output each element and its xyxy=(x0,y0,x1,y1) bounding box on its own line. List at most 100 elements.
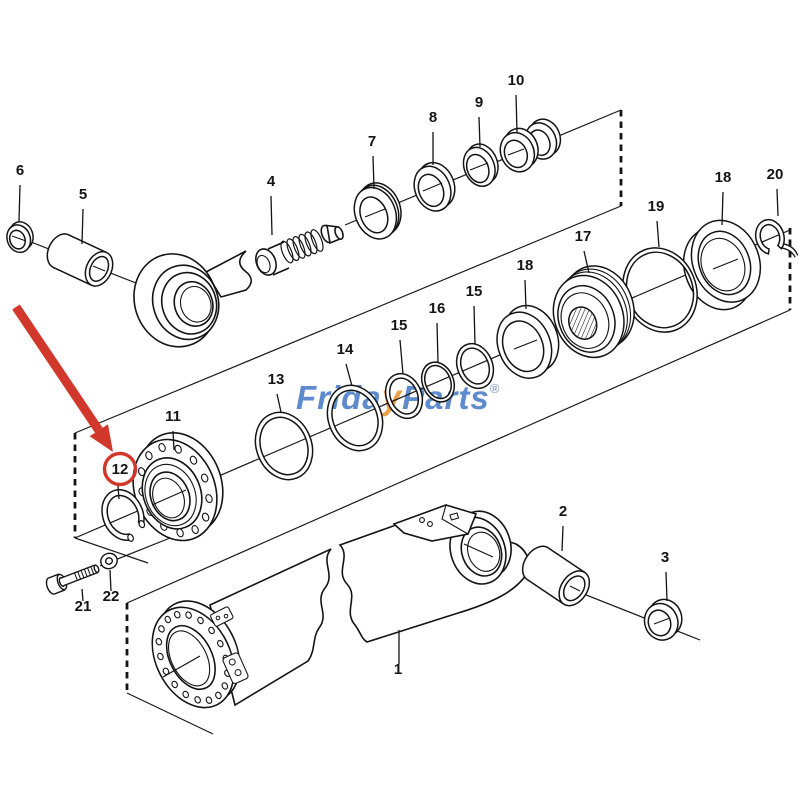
flange-bolt-hole xyxy=(171,680,178,689)
flange-bolt-hole xyxy=(164,615,172,624)
leader-line-15 xyxy=(473,305,476,345)
part-2-bushing xyxy=(521,545,591,607)
gland-bolt-hole xyxy=(189,455,198,465)
flange-bolt-hole xyxy=(157,652,164,661)
part-11-gland xyxy=(132,432,224,542)
part-label-8: 8 xyxy=(429,109,437,126)
flange-tab xyxy=(210,606,234,627)
kit-plane-corner-tick-left xyxy=(126,692,214,735)
leader-line-7 xyxy=(372,155,375,190)
gland-bolt-hole xyxy=(200,473,209,483)
rod-eye xyxy=(133,253,220,348)
part-4-piston-rod xyxy=(133,224,344,348)
part-7-rod-seal xyxy=(353,182,402,240)
leader-line-10 xyxy=(515,94,518,133)
leader-line-21 xyxy=(81,588,84,602)
part-17-piston xyxy=(552,265,635,359)
part-8-ring xyxy=(413,161,456,212)
flange-bolt-hole xyxy=(208,626,215,635)
highlight-circle xyxy=(102,451,138,487)
part-16-o-ring xyxy=(420,361,456,403)
leader-line-17 xyxy=(583,250,590,274)
eye-axis-segment xyxy=(463,543,494,558)
part-label-17: 17 xyxy=(575,228,592,245)
part-label-13: 13 xyxy=(268,371,285,388)
part-label-9: 9 xyxy=(475,94,483,111)
leader-line-2 xyxy=(561,525,564,552)
clevis-edge xyxy=(441,504,469,535)
red-arrow-shaft xyxy=(12,304,103,433)
flange-bolt-hole xyxy=(216,639,224,648)
gland-bolt-hole xyxy=(205,494,213,504)
axis-segment xyxy=(151,489,187,506)
leader-line-12 xyxy=(117,485,120,500)
leader-line-5 xyxy=(81,208,84,245)
side-bracket xyxy=(222,652,249,685)
flange-bolt-hole xyxy=(155,637,163,646)
gland-bolt-hole xyxy=(174,444,182,454)
kit-plane-edge-top xyxy=(74,205,622,434)
leader-line-3 xyxy=(665,571,668,602)
part-label-12-highlighted: 12 xyxy=(112,461,129,478)
part-1-cylinder-body xyxy=(151,504,530,709)
part-label-3: 3 xyxy=(661,549,669,566)
seal-kit-dashed-caps xyxy=(73,110,792,693)
kit-plane-corner-tick xyxy=(74,537,149,564)
flange-bolt-hole xyxy=(158,625,165,633)
leader-line-13 xyxy=(276,393,282,413)
leader-line-4 xyxy=(270,195,273,236)
part-15-ring-right xyxy=(455,342,495,390)
leader-line-18 xyxy=(524,279,527,310)
red-arrow-head xyxy=(89,424,113,452)
part-label-22: 22 xyxy=(103,588,120,605)
part-3-seal-ring xyxy=(643,598,683,641)
part-label-7: 7 xyxy=(368,133,376,150)
highlight-annotation xyxy=(12,304,138,487)
leader-line-20 xyxy=(776,188,779,217)
part-9-ring xyxy=(462,143,499,187)
part-13-o-ring xyxy=(254,411,314,481)
part-18-backup-ring-right xyxy=(682,219,762,311)
part-label-2: 2 xyxy=(559,503,567,520)
flange-bolt-hole xyxy=(182,690,190,699)
leader-line-16 xyxy=(436,322,439,363)
part-label-14: 14 xyxy=(337,341,354,358)
flange-bolt-hole xyxy=(215,691,222,700)
gland-bolt-hole xyxy=(158,443,166,453)
part-label-6: 6 xyxy=(16,162,24,179)
part-label-1: 1 xyxy=(394,661,402,678)
flange-bolt-hole xyxy=(197,616,204,625)
flange-bolt-hole xyxy=(194,696,201,704)
part-18-backup-ring-left xyxy=(496,304,560,379)
leader-line-14 xyxy=(345,363,353,387)
gland-bolt-hole xyxy=(137,467,146,477)
leader-line-19 xyxy=(656,220,660,248)
part-21-bolt xyxy=(45,564,100,595)
rod-shaft xyxy=(204,250,253,298)
leader-line-15 xyxy=(399,339,404,375)
part-label-21: 21 xyxy=(75,598,92,615)
part-label-19: 19 xyxy=(648,198,665,215)
leader-line-9 xyxy=(478,116,481,148)
bore-pointer-line xyxy=(162,655,201,678)
head-end-flange xyxy=(151,600,241,709)
part-label-11: 11 xyxy=(165,408,181,425)
gland-bolt-hole xyxy=(201,512,210,522)
part-label-4: 4 xyxy=(267,173,276,190)
leader-line-22 xyxy=(109,569,112,592)
flange-bolt-hole xyxy=(173,610,181,619)
part-label-20: 20 xyxy=(767,166,784,183)
part-label-15: 15 xyxy=(391,317,408,334)
part-label-5: 5 xyxy=(79,186,87,203)
rod-threads xyxy=(280,229,324,264)
leader-line-18 xyxy=(721,191,724,226)
part-14-o-ring xyxy=(326,384,384,452)
flange-bolt-hole xyxy=(205,696,213,704)
leader-line-11 xyxy=(172,430,175,451)
part-15-ring-left xyxy=(384,372,424,420)
part-label-18: 18 xyxy=(517,257,534,274)
